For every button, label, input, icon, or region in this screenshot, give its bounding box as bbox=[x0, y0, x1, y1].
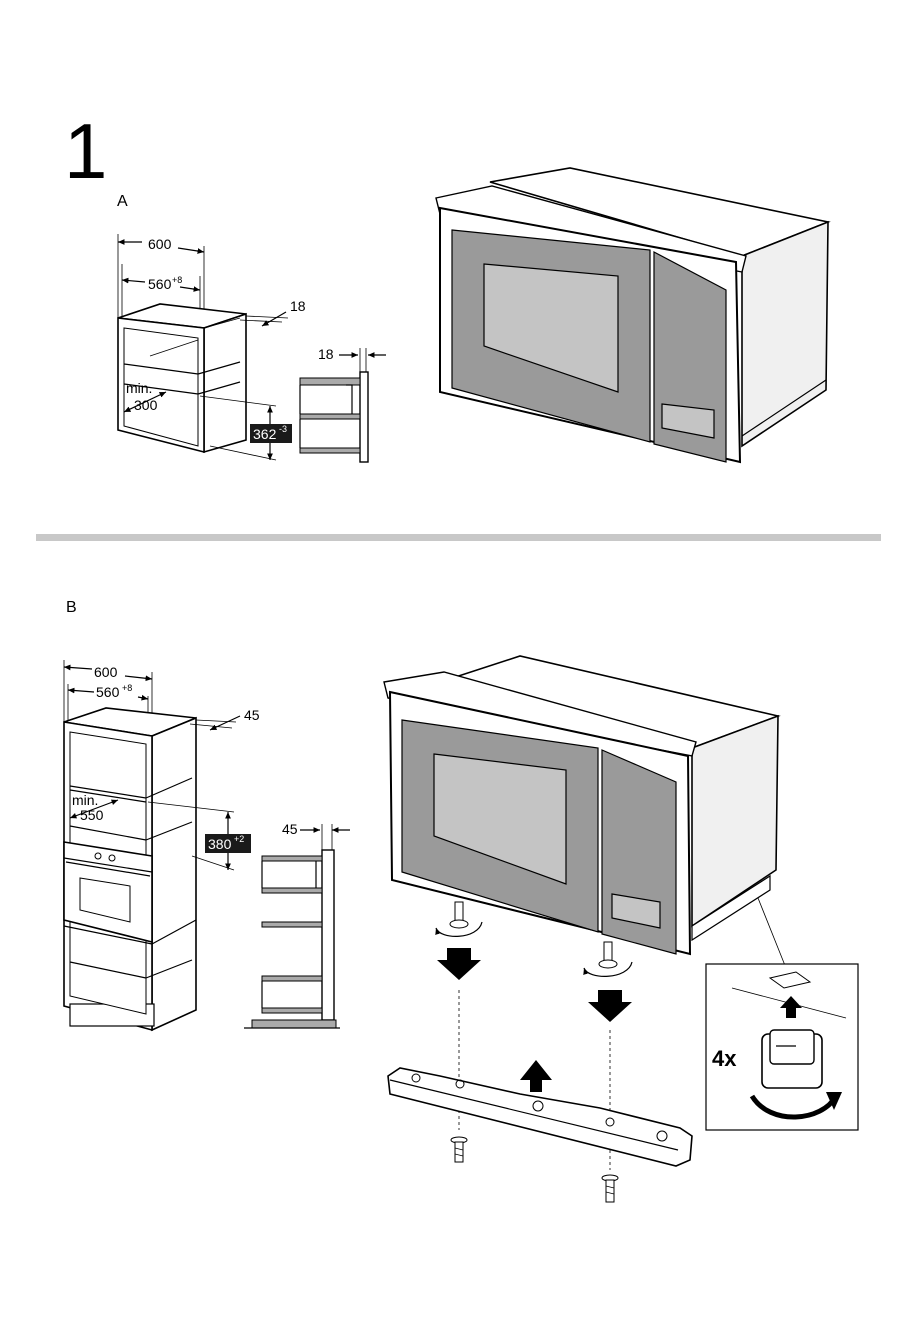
b-min-label: min. bbox=[72, 792, 98, 808]
a-min-label: min. bbox=[126, 380, 152, 396]
a-side-thickness-dim: 18 bbox=[290, 298, 306, 314]
b-side-thickness-dim: 45 bbox=[244, 707, 260, 723]
microwave-b bbox=[384, 656, 778, 954]
microwave-a bbox=[436, 168, 828, 462]
screw-bottom-right-icon bbox=[602, 1175, 618, 1202]
a-width-dim: 600 bbox=[148, 236, 172, 252]
b-inner-width-tol: +8 bbox=[122, 683, 132, 693]
b-height-dim: 380 bbox=[208, 836, 232, 852]
a-side-detail-dim: 18 bbox=[318, 346, 334, 362]
inset-count: 4x bbox=[712, 1046, 737, 1071]
inset-callout-line bbox=[758, 898, 786, 968]
b-width-dim: 600 bbox=[94, 664, 118, 680]
mounting-rail bbox=[388, 1060, 692, 1166]
b-side-detail-dim: 45 bbox=[282, 821, 298, 837]
step-number: 1 bbox=[64, 107, 107, 195]
a-inner-width-dim: 560 bbox=[148, 276, 172, 292]
a-height-tol: -3 bbox=[279, 424, 287, 434]
b-min-depth-dim: 550 bbox=[80, 807, 104, 823]
a-min-depth-dim: 300 bbox=[134, 397, 158, 413]
screw-bottom-left-icon bbox=[451, 1137, 467, 1162]
side-detail-b bbox=[244, 824, 350, 1028]
b-inner-width-dim: 560 bbox=[96, 684, 120, 700]
section-a-label: A bbox=[117, 193, 128, 210]
screw-left-icon bbox=[436, 902, 482, 980]
section-divider bbox=[36, 534, 881, 541]
side-detail-a bbox=[300, 348, 386, 462]
up-arrow-icon bbox=[520, 1060, 552, 1092]
section-b-label: B bbox=[66, 599, 77, 616]
a-height-dim: 362 bbox=[253, 426, 277, 442]
screw-right-icon bbox=[584, 942, 632, 1022]
a-inner-width-tol: +8 bbox=[172, 275, 182, 285]
b-height-tol: +2 bbox=[234, 834, 244, 844]
